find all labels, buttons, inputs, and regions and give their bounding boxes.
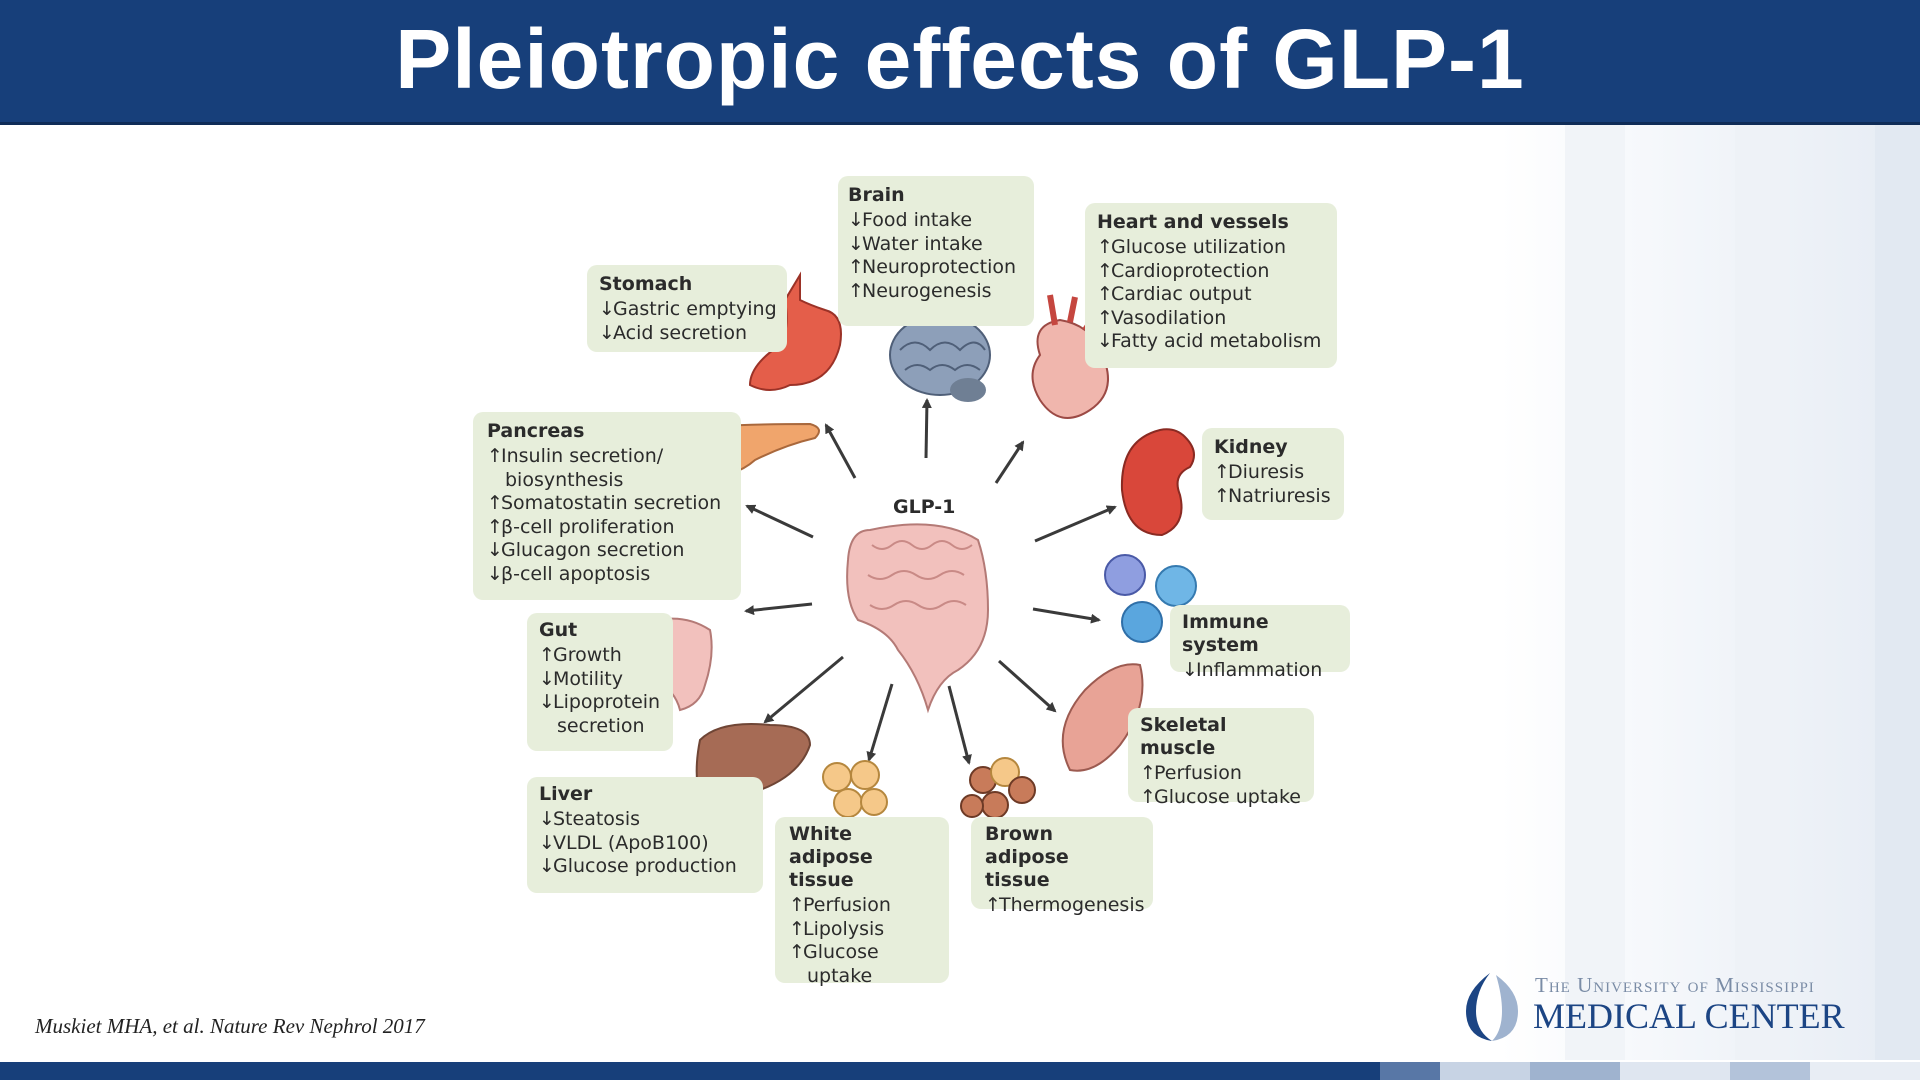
effect-line: ↓Food intake: [848, 209, 973, 231]
footer-block: [1530, 1062, 1620, 1080]
background-strip: [1735, 125, 1790, 1060]
effect-line: ↑Neuroprotection: [848, 256, 1017, 278]
footer-block: [1440, 1062, 1530, 1080]
effect-line: ↑Insulin secretion/: [487, 445, 664, 467]
arrow-to-skeletal: [998, 659, 1057, 713]
effect-line: ↓Glucose production: [539, 855, 737, 877]
effect-line: ↑Thermogenesis: [985, 894, 1145, 916]
box-heading: Liver: [539, 783, 593, 805]
footer-bar: [0, 1062, 1920, 1080]
footer-block: [1620, 1062, 1730, 1080]
arrow-to-white-adipose: [866, 683, 894, 762]
brown-adipose-box: Brown adipose tissue ↑Thermogenesis: [971, 817, 1153, 916]
heart-box: Heart and vessels ↑Glucose utilization ↑…: [1085, 203, 1337, 368]
arrow-to-heart: [994, 440, 1025, 484]
effect-line: ↑Glucose utilization: [1097, 236, 1287, 258]
logo-mark-icon: [1466, 973, 1518, 1041]
box-heading: Skeletal muscle: [1140, 714, 1227, 759]
effect-line: ↑Growth: [539, 644, 622, 666]
white-adipose-icon: [822, 760, 888, 818]
effect-line: ↑Natriuresis: [1214, 484, 1331, 507]
arrow-to-gut: [744, 602, 813, 616]
effect-line-continued: biosynthesis: [505, 468, 624, 491]
box-heading: Brain: [848, 184, 905, 206]
box-heading: White adipose tissue: [789, 823, 873, 891]
effect-line: ↑Glucose uptake: [1140, 785, 1301, 808]
gut-box: Gut ↑Growth ↓Motility ↓Lipoprotein secre…: [527, 613, 673, 751]
effect-line-continued: secretion: [557, 714, 645, 737]
immune-cells-icon: [1104, 554, 1197, 643]
kidney-box: Kidney ↑Diuresis ↑Natriuresis: [1202, 428, 1344, 520]
citation: Muskiet MHA, et al. Nature Rev Nephrol 2…: [35, 1014, 425, 1038]
center-label: GLP-1: [893, 496, 956, 518]
footer-block: [1380, 1062, 1440, 1080]
kidney-icon: [1120, 428, 1195, 537]
effect-line: ↑Perfusion: [1140, 762, 1242, 784]
box-heading: Stomach: [599, 273, 693, 295]
effect-line: ↓Gastric emptying: [599, 298, 777, 320]
effect-line: ↑β-cell proliferation: [487, 515, 675, 538]
arrow-to-liver: [763, 655, 844, 724]
brown-adipose-icon: [960, 757, 1036, 819]
arrow-to-brain: [921, 398, 932, 459]
box-heading: Kidney: [1214, 436, 1288, 458]
header-bar: [0, 0, 1920, 125]
brain-icon: [889, 314, 991, 402]
effect-line: ↑Neurogenesis: [848, 279, 992, 302]
box-heading: Brown adipose tissue: [985, 823, 1069, 891]
box-heading: Pancreas: [487, 420, 585, 442]
footer-block: [1730, 1062, 1810, 1080]
slide-title: Pleiotropic effects of GLP-1: [395, 12, 1525, 106]
muscle-icon: [1061, 663, 1144, 772]
effect-line: ↑Diuresis: [1214, 461, 1305, 483]
logo-line1: The University of Mississippi: [1535, 973, 1815, 997]
effect-line: ↓Lipoprotein: [539, 691, 661, 713]
immune-box: Immune system ↓Inflammation: [1170, 605, 1350, 681]
effect-line: ↓Steatosis: [539, 808, 640, 830]
university-logo: The University of Mississippi MEDICAL CE…: [1460, 965, 1860, 1045]
arrow-to-brown-adipose: [947, 685, 972, 765]
effect-line: ↑Lipolysis: [789, 917, 885, 940]
effect-line: ↓Inflammation: [1182, 659, 1323, 681]
arrow-to-immune: [1032, 607, 1101, 624]
effect-line-continued: uptake: [807, 964, 873, 987]
background-strip: [1565, 125, 1625, 1060]
effect-line: ↑Perfusion: [789, 894, 891, 916]
box-heading: Heart and vessels: [1097, 211, 1289, 233]
arrow-to-kidney: [1034, 505, 1117, 543]
effect-line: ↓Motility: [539, 667, 623, 690]
effect-line: ↓Acid secretion: [599, 321, 748, 344]
effect-line: ↓VLDL (ApoB100): [539, 831, 709, 854]
stomach-box: Stomach ↓Gastric emptying ↓Acid secretio…: [587, 265, 787, 352]
arrow-to-stomach: [824, 423, 857, 479]
effect-line: ↑Cardiac output: [1097, 283, 1252, 305]
white-adipose-box: White adipose tissue ↑Perfusion ↑Lipolys…: [775, 817, 949, 987]
effect-line: ↓β-cell apoptosis: [487, 562, 651, 585]
effect-line: ↑Vasodilation: [1097, 306, 1227, 329]
box-heading: Gut: [539, 619, 578, 641]
effect-line: ↑Glucose: [789, 941, 879, 963]
liver-box: Liver ↓Steatosis ↓VLDL (ApoB100) ↓Glucos…: [527, 777, 763, 893]
logo-line2: MEDICAL CENTER: [1533, 996, 1845, 1036]
intestine-icon: [846, 523, 990, 714]
effect-line: ↓Glucagon secretion: [487, 539, 685, 561]
effect-line: ↑Somatostatin secretion: [487, 492, 722, 514]
box-heading: Immune system: [1182, 611, 1269, 656]
footer-block: [1810, 1062, 1920, 1080]
effect-line: ↓Fatty acid metabolism: [1097, 330, 1322, 352]
background-strip: [1875, 125, 1920, 1060]
arrow-to-pancreas: [745, 504, 814, 539]
skeletal-muscle-box: Skeletal muscle ↑Perfusion ↑Glucose upta…: [1128, 708, 1314, 808]
effect-line: ↑Cardioprotection: [1097, 259, 1270, 282]
brain-box: Brain ↓Food intake ↓Water intake ↑Neurop…: [838, 176, 1034, 326]
pancreas-box: Pancreas ↑Insulin secretion/ biosynthesi…: [473, 412, 741, 600]
effect-line: ↓Water intake: [848, 232, 983, 255]
